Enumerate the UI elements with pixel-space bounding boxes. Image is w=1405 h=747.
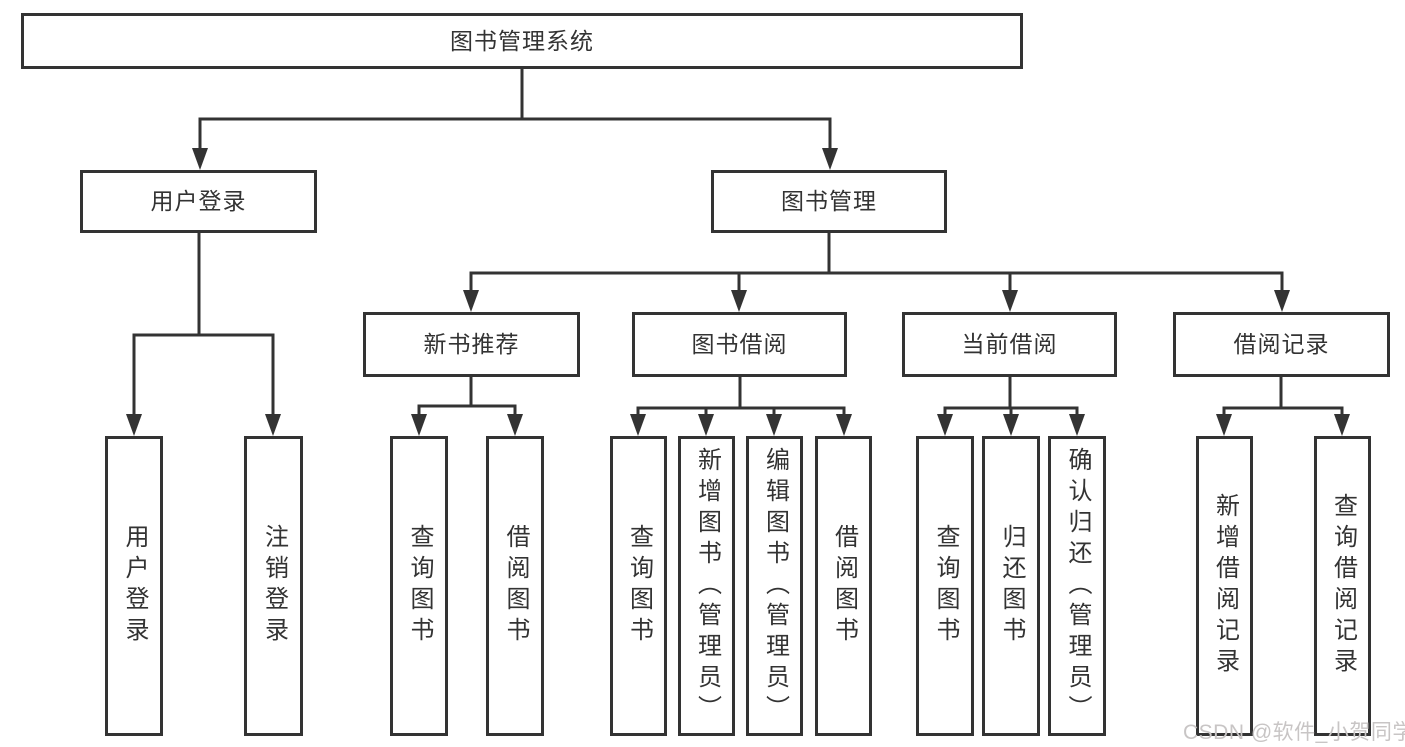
node-user-login-branch: 用户登录 (80, 170, 317, 233)
node-label: 确认归还（管理员） (1064, 446, 1091, 726)
arrow-down-icon (1002, 290, 1018, 312)
node-label: 新增借阅记录 (1211, 493, 1239, 679)
node-book-management-branch: 图书管理 (711, 170, 947, 233)
arrow-down-icon (937, 414, 953, 436)
node-label: 新增图书（管理员） (693, 446, 721, 726)
leaf-add-borrow-record: 新增借阅记录 (1196, 436, 1253, 736)
node-label: 查询借阅记录 (1329, 493, 1357, 679)
leaf-user-login: 用户登录 (105, 436, 163, 736)
node-label: 归还图书 (998, 524, 1025, 648)
node-label: 新书推荐 (423, 331, 520, 357)
node-label: 注销登录 (260, 524, 288, 648)
arrow-down-icon (836, 414, 852, 436)
arrow-down-icon (411, 414, 427, 436)
leaf-add-books-admin: 新增图书（管理员） (678, 436, 735, 736)
node-label: 查询图书 (625, 524, 653, 648)
arrow-down-icon (731, 290, 747, 312)
leaf-logout: 注销登录 (244, 436, 303, 736)
arrow-down-icon (1003, 414, 1019, 436)
arrow-down-icon (630, 414, 646, 436)
leaf-borrow-books-1: 借阅图书 (486, 436, 544, 736)
node-current-borrow: 当前借阅 (902, 312, 1117, 377)
arrow-down-icon (126, 414, 142, 436)
leaf-query-books-2: 查询图书 (610, 436, 667, 736)
arrow-down-icon (192, 148, 208, 170)
node-label: 借阅图书 (830, 524, 858, 648)
node-root-label: 图书管理系统 (450, 27, 594, 54)
node-label: 图书管理 (781, 188, 877, 214)
node-label: 当前借阅 (961, 331, 1058, 357)
node-label: 借阅记录 (1233, 331, 1330, 357)
arrow-down-icon (766, 414, 782, 436)
arrow-down-icon (507, 414, 523, 436)
node-label: 图书借阅 (691, 331, 788, 357)
arrow-down-icon (1216, 414, 1232, 436)
arrow-down-icon (1334, 414, 1350, 436)
node-borrow-records: 借阅记录 (1173, 312, 1390, 377)
arrow-down-icon (1274, 290, 1290, 312)
leaf-borrow-books-2: 借阅图书 (815, 436, 872, 736)
arrow-down-icon (822, 148, 838, 170)
node-label: 借阅图书 (502, 524, 529, 648)
node-label: 编辑图书（管理员） (761, 446, 789, 726)
leaf-query-borrow-record: 查询借阅记录 (1314, 436, 1371, 736)
node-label: 查询图书 (406, 524, 433, 648)
arrow-down-icon (698, 414, 714, 436)
leaf-confirm-return-admin: 确认归还（管理员） (1048, 436, 1106, 736)
node-new-book-recommend: 新书推荐 (363, 312, 580, 377)
arrow-down-icon (265, 414, 281, 436)
leaf-edit-books-admin: 编辑图书（管理员） (746, 436, 803, 736)
node-label: 用户登录 (121, 524, 148, 648)
node-root: 图书管理系统 (21, 13, 1023, 69)
leaf-return-books: 归还图书 (982, 436, 1040, 736)
node-label: 查询图书 (932, 524, 959, 648)
arrow-down-icon (1069, 414, 1085, 436)
leaf-query-books-1: 查询图书 (390, 436, 448, 736)
node-label: 用户登录 (150, 188, 247, 214)
watermark: CSDN @软件_小贺同学 (1183, 721, 1405, 744)
node-book-borrow: 图书借阅 (632, 312, 847, 377)
leaf-query-books-3: 查询图书 (916, 436, 974, 736)
arrow-down-icon (463, 290, 479, 312)
